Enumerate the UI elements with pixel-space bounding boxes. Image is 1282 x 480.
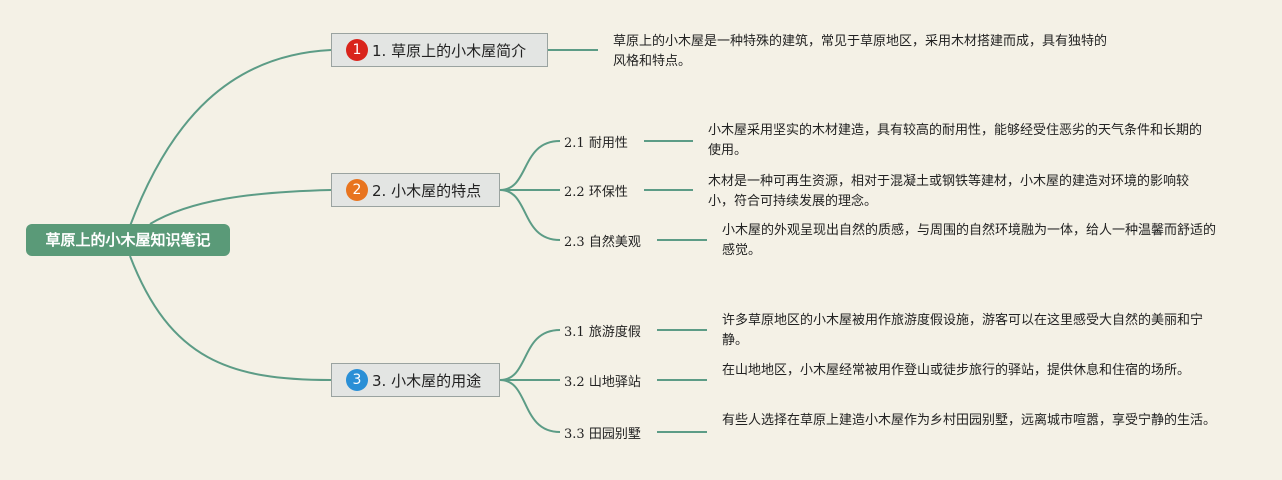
subtopic-number: 2.1 [564, 136, 585, 151]
priority-3-icon: 3 [346, 369, 368, 391]
subtopic-number: 3.1 [564, 325, 585, 340]
subtopic-3-2[interactable]: 3.2 山地驿站 [564, 371, 641, 390]
subtopic-label: 旅游度假 [588, 325, 641, 340]
branch-uses[interactable]: 3 3. 小木屋的用途 [331, 363, 500, 397]
subtopic-2-3-description: 小木屋的外观呈现出自然的质感，与周围的自然环境融为一体，给人一种温馨而舒适的感觉… [722, 223, 1217, 258]
subtopic-3-1[interactable]: 3.1 旅游度假 [564, 321, 641, 340]
branch-features[interactable]: 2 2. 小木屋的特点 [331, 173, 500, 207]
subtopic-3-3[interactable]: 3.3 田园别墅 [564, 423, 641, 442]
subtopic-number: 3.2 [564, 375, 585, 390]
branch-introduction-description: 草原上的小木屋是一种特殊的建筑，常见于草原地区，采用木材搭建而成，具有独特的风格… [613, 34, 1108, 69]
branch-introduction[interactable]: 1 1. 草原上的小木屋简介 [331, 33, 548, 67]
subtopic-number: 2.2 [564, 185, 585, 200]
branch-label: 2. 小木屋的特点 [372, 181, 482, 200]
subtopic-label: 环保性 [588, 185, 628, 200]
subtopic-label: 耐用性 [588, 136, 628, 151]
branch-label: 1. 草原上的小木屋简介 [372, 41, 527, 60]
priority-2-icon: 2 [346, 179, 368, 201]
root-topic[interactable]: 草原上的小木屋知识笔记 [26, 224, 230, 256]
subtopic-2-2-description: 木材是一种可再生资源，相对于混凝土或钢铁等建材，小木屋的建造对环境的影响较小，符… [708, 174, 1190, 209]
subtopic-number: 3.3 [564, 427, 585, 442]
subtopic-2-2[interactable]: 2.2 环保性 [564, 181, 628, 200]
subtopic-label: 田园别墅 [588, 427, 641, 442]
subtopic-2-3[interactable]: 2.3 自然美观 [564, 231, 641, 250]
priority-1-icon: 1 [346, 39, 368, 61]
subtopic-3-2-description: 在山地地区，小木屋经常被用作登山或徒步旅行的驿站，提供休息和住宿的场所。 [722, 363, 1191, 378]
subtopic-3-3-description: 有些人选择在草原上建造小木屋作为乡村田园别墅，远离城市喧嚣，享受宁静的生活。 [722, 413, 1217, 428]
subtopic-label: 山地驿站 [588, 375, 641, 390]
subtopic-label: 自然美观 [588, 235, 641, 250]
branch-label: 3. 小木屋的用途 [372, 371, 482, 390]
subtopic-3-1-description: 许多草原地区的小木屋被用作旅游度假设施，游客可以在这里感受大自然的美丽和宁静。 [722, 313, 1204, 348]
subtopic-number: 2.3 [564, 235, 585, 250]
subtopic-2-1[interactable]: 2.1 耐用性 [564, 132, 628, 151]
subtopic-2-1-description: 小木屋采用坚实的木材建造，具有较高的耐用性，能够经受住恶劣的天气条件和长期的使用… [708, 123, 1203, 158]
